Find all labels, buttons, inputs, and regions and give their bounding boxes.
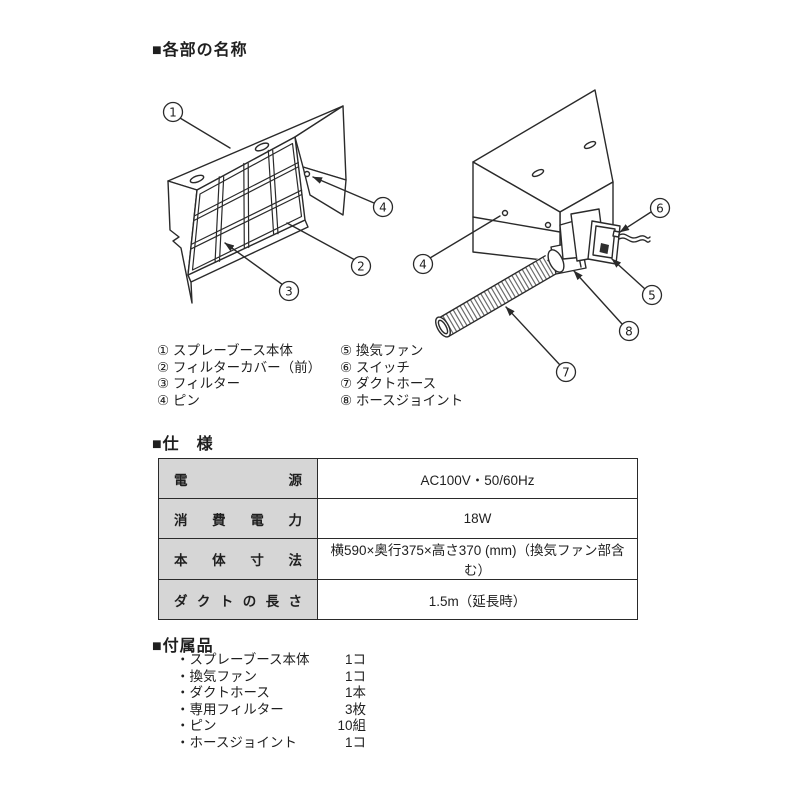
accessories-list: ・スプレーブース本体 1コ ・換気ファン 1コ ・ダクトホース 1本 ・専用フィ… xyxy=(176,652,366,751)
accessory-name: ・換気ファン xyxy=(176,668,257,684)
leader-2 xyxy=(286,222,356,261)
power-cord xyxy=(618,233,651,243)
spec-row-power: 電 源 AC100V・50/60Hz xyxy=(158,458,638,499)
accessory-item: ・ピン 10組 xyxy=(176,718,366,735)
spec-row-dimensions: 本 体 寸 法 横590×奥行375×高さ370 (mm)（換気ファン部含む） xyxy=(158,538,638,580)
switch xyxy=(599,243,609,254)
spec-value: 横590×奥行375×高さ370 (mm)（換気ファン部含む） xyxy=(317,538,638,580)
accessory-name: ・ホースジョイント xyxy=(176,734,297,750)
svg-text:2: 2 xyxy=(357,260,365,274)
callout-8: 8 xyxy=(618,320,640,342)
spec-value: AC100V・50/60Hz xyxy=(317,458,638,499)
accessory-name: ・ピン xyxy=(176,718,217,733)
back-panel-fold xyxy=(472,216,561,233)
pin xyxy=(501,209,509,217)
spec-label: ダクトの長さ xyxy=(158,579,318,620)
svg-text:8: 8 xyxy=(625,325,633,339)
callout-7: 7 xyxy=(555,361,577,383)
heading-part-names: ■各部の名称 xyxy=(152,42,248,59)
top-slot xyxy=(583,140,597,150)
callout-6: 6 xyxy=(649,197,671,219)
spec-row-duct-length: ダクトの長さ 1.5m（延長時） xyxy=(158,579,638,620)
heading-specifications: ■仕 様 xyxy=(152,436,214,453)
accessory-item: ・換気ファン 1コ xyxy=(176,669,366,686)
accessory-item: ・ダクトホース 1本 xyxy=(176,685,366,702)
svg-text:5: 5 xyxy=(648,289,656,303)
parts-list-item: ④ ピン xyxy=(157,392,200,408)
parts-list-item: ⑦ ダクトホース xyxy=(340,376,437,392)
diagram-front: 1 2 3 4 xyxy=(162,101,394,304)
accessory-qty: 1コ xyxy=(344,668,366,684)
accessory-item: ・スプレーブース本体 1コ xyxy=(176,652,366,669)
spec-label: 消 費 電 力 xyxy=(158,498,318,539)
svg-text:6: 6 xyxy=(656,202,664,216)
pin xyxy=(303,170,311,178)
leader-8 xyxy=(573,270,623,325)
top-slot xyxy=(254,142,270,152)
top-slot xyxy=(531,168,545,178)
parts-list-item: ⑥ スイッチ xyxy=(340,359,410,375)
parts-list-item: ③ フィルター xyxy=(157,376,241,392)
accessory-qty: 1本 xyxy=(344,685,366,700)
filter-grid xyxy=(187,136,306,276)
spec-row-consumption: 消 費 電 力 18W xyxy=(158,498,638,539)
switch-button xyxy=(612,230,621,238)
heading-accessories: ■付属品 xyxy=(152,638,214,655)
accessory-name: ・ダクトホース xyxy=(176,685,270,700)
top-slot xyxy=(189,174,205,184)
svg-text:1: 1 xyxy=(169,106,177,120)
callout-1: 1 xyxy=(162,101,184,123)
svg-text:7: 7 xyxy=(562,366,570,380)
callout-5: 5 xyxy=(641,284,663,306)
callout-4: 4 xyxy=(412,253,434,275)
accessory-qty: 1コ xyxy=(344,652,366,667)
callout-3: 3 xyxy=(278,280,300,302)
filter-grid-lines xyxy=(190,142,303,271)
accessory-name: ・専用フィルター xyxy=(176,701,284,717)
spec-value: 18W xyxy=(317,498,638,539)
leader-3 xyxy=(224,242,284,286)
spec-value: 1.5m（延長時） xyxy=(317,579,638,620)
parts-list-item: ⑤ 換気ファン xyxy=(340,343,424,358)
leader-4 xyxy=(429,215,501,259)
accessory-item: ・ホースジョイント 1コ xyxy=(176,735,366,752)
spec-label: 本 体 寸 法 xyxy=(158,538,318,580)
hose-open-end xyxy=(435,316,451,338)
hose-joint-end xyxy=(547,249,565,273)
parts-list-item: ① スプレーブース本体 xyxy=(157,343,293,358)
fan-face-inset xyxy=(592,225,616,259)
diagram-rear: 4 5 6 7 8 xyxy=(412,89,671,383)
callout-2: 2 xyxy=(350,255,372,277)
leader-7 xyxy=(505,306,561,366)
svg-text:4: 4 xyxy=(419,258,427,272)
parts-list-left: ① スプレーブース本体 ② フィルターカバー（前） ③ フィルター ④ ピン xyxy=(157,343,321,409)
accessory-item: ・専用フィルター 3枚 xyxy=(176,702,366,719)
leader-1 xyxy=(179,117,231,149)
parts-list-item: ⑧ ホースジョイント xyxy=(340,392,464,408)
parts-list-item: ② フィルターカバー（前） xyxy=(157,359,322,375)
leader-4 xyxy=(312,176,375,204)
duct-hose xyxy=(435,255,557,338)
accessory-qty: 3枚 xyxy=(344,701,366,717)
svg-text:4: 4 xyxy=(379,201,387,215)
spec-table: 電 源 AC100V・50/60Hz 消 費 電 力 18W 本 体 寸 法 横… xyxy=(158,458,638,620)
leader-5 xyxy=(611,258,646,290)
accessory-name: ・スプレーブース本体 xyxy=(176,652,310,667)
parts-list-right: ⑤ 換気ファン ⑥ スイッチ ⑦ ダクトホース ⑧ ホースジョイント xyxy=(340,343,463,409)
callout-4: 4 xyxy=(372,196,394,218)
accessory-qty: 10組 xyxy=(337,718,366,733)
spec-label: 電 源 xyxy=(158,458,318,499)
accessory-qty: 1コ xyxy=(344,734,366,750)
pin xyxy=(544,221,552,229)
leader-6 xyxy=(619,211,652,233)
svg-text:3: 3 xyxy=(285,285,293,299)
